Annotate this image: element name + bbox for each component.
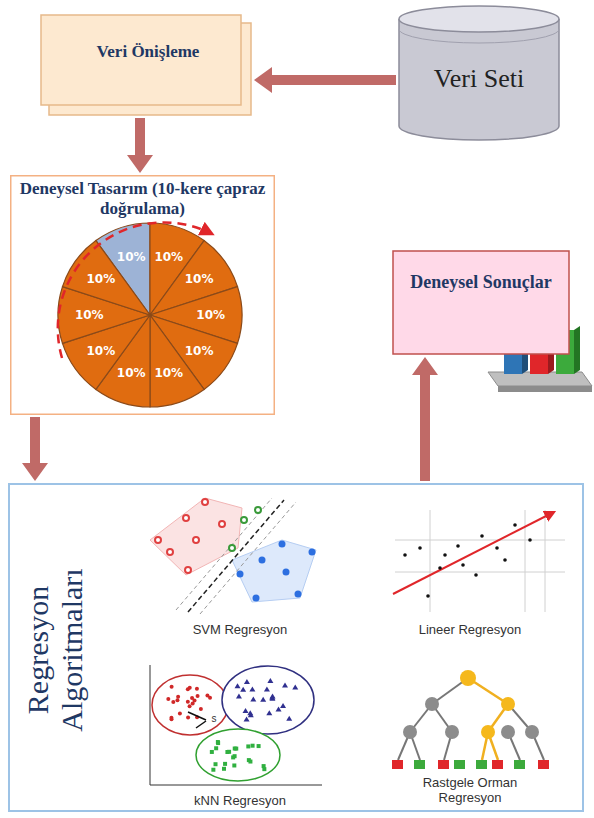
flow-arrow	[22, 417, 48, 481]
knn-dot	[170, 717, 174, 721]
knn-square	[223, 762, 227, 766]
knn-triangle	[286, 716, 292, 721]
knn-triangle	[266, 710, 272, 715]
knn-square	[262, 764, 266, 768]
knn-triangle	[244, 679, 250, 684]
results-box: Deneysel Sonuçlar	[392, 250, 570, 355]
knn-dot	[199, 707, 203, 711]
algorithm-panel: Regresyon Algoritmaları	[8, 483, 584, 812]
slice-label: 10%	[196, 308, 225, 322]
knn-square	[232, 763, 236, 767]
node-label: Deneysel Tasarım (10-kere çapraz doğrula…	[10, 175, 275, 220]
knn-triangle	[249, 686, 255, 691]
knn-square	[210, 750, 214, 754]
knn-square	[225, 750, 229, 754]
algorithm-caption: Rastgele Orman Regresyon	[405, 776, 535, 806]
slice-label: 10%	[185, 272, 214, 286]
slice-label: 10%	[154, 250, 183, 264]
knn-dot	[186, 700, 190, 704]
knn-triangle	[269, 696, 275, 701]
node-label: Veri Önişleme	[40, 14, 256, 62]
knn-square	[248, 760, 252, 764]
slice-label: 10%	[87, 344, 116, 358]
slice-label: 10%	[75, 308, 104, 322]
point-label: s	[212, 713, 217, 724]
node-label: Deneysel Sonuçlar	[392, 250, 570, 294]
knn-square	[216, 740, 220, 744]
knn-square	[257, 744, 261, 748]
process-box: Veri Önişleme	[40, 14, 252, 116]
knn-dot	[186, 715, 190, 719]
slice-label: 10%	[117, 366, 146, 380]
slice-label: 10%	[117, 250, 146, 264]
knn-square	[214, 746, 218, 750]
knn-triangle	[250, 697, 256, 702]
knn-dot	[195, 687, 199, 691]
knn-square	[214, 762, 218, 766]
knn-square	[246, 744, 250, 748]
algorithm-caption: kNN Regresyon	[194, 793, 286, 808]
linear-illustration	[393, 510, 565, 612]
knn-dot	[178, 712, 182, 716]
knn-illustration	[150, 665, 322, 785]
knn-triangle	[243, 708, 249, 713]
panel-border	[9, 484, 583, 811]
cylinder-top	[399, 6, 559, 32]
cylinder-ring	[399, 29, 559, 43]
pie-slice	[150, 315, 204, 407]
slice-label: 10%	[154, 366, 183, 380]
knn-dot	[175, 698, 179, 702]
knn-triangle	[235, 683, 241, 688]
knn-triangle	[236, 693, 242, 698]
knn-dot	[196, 694, 200, 698]
slice-label: 10%	[87, 272, 116, 286]
knn-dot	[166, 697, 170, 701]
knn-dot	[205, 694, 209, 698]
knn-dot	[176, 695, 180, 699]
node-shape	[8, 483, 584, 812]
knn-dot	[193, 698, 197, 702]
knn-triangle	[280, 703, 286, 708]
knn-triangle	[276, 706, 282, 711]
knn-triangle	[240, 687, 246, 692]
knn-square	[231, 755, 235, 759]
vertical-title: Regresyon Algoritmaları	[21, 520, 89, 780]
knn-triangle	[282, 682, 288, 687]
knn-square	[222, 767, 226, 771]
box-border	[393, 251, 569, 354]
knn-triangle	[264, 686, 270, 691]
knn-dot	[171, 700, 175, 704]
random-forest-illustration	[392, 670, 549, 769]
knn-triangle	[267, 678, 273, 683]
knn-dot	[188, 686, 192, 690]
knn-square	[211, 768, 215, 772]
knn-dot	[170, 685, 174, 689]
node-label: Veri Seti	[398, 5, 560, 94]
slice-label: 10%	[185, 344, 214, 358]
pie-slice	[63, 241, 150, 315]
rotation-arc	[58, 222, 212, 358]
pie-chart	[58, 223, 242, 407]
knn-square	[251, 744, 255, 748]
flow-arrow	[127, 118, 153, 173]
knn-triangle	[260, 697, 266, 702]
knn-triangle	[292, 685, 298, 690]
flow-arrow	[412, 357, 438, 481]
knn-triangle	[247, 710, 253, 715]
panel-border	[11, 176, 275, 415]
knn-dot	[188, 704, 192, 708]
database-cylinder: Veri Seti	[398, 5, 560, 141]
knn-square	[234, 747, 238, 751]
algorithm-caption: SVM Regresyon	[193, 622, 288, 637]
algorithm-caption: Lineer Regresyon	[419, 622, 522, 637]
node-shape	[40, 14, 252, 116]
svm-illustration	[150, 498, 316, 614]
node-shape	[392, 250, 570, 355]
flow-arrow	[254, 67, 396, 93]
